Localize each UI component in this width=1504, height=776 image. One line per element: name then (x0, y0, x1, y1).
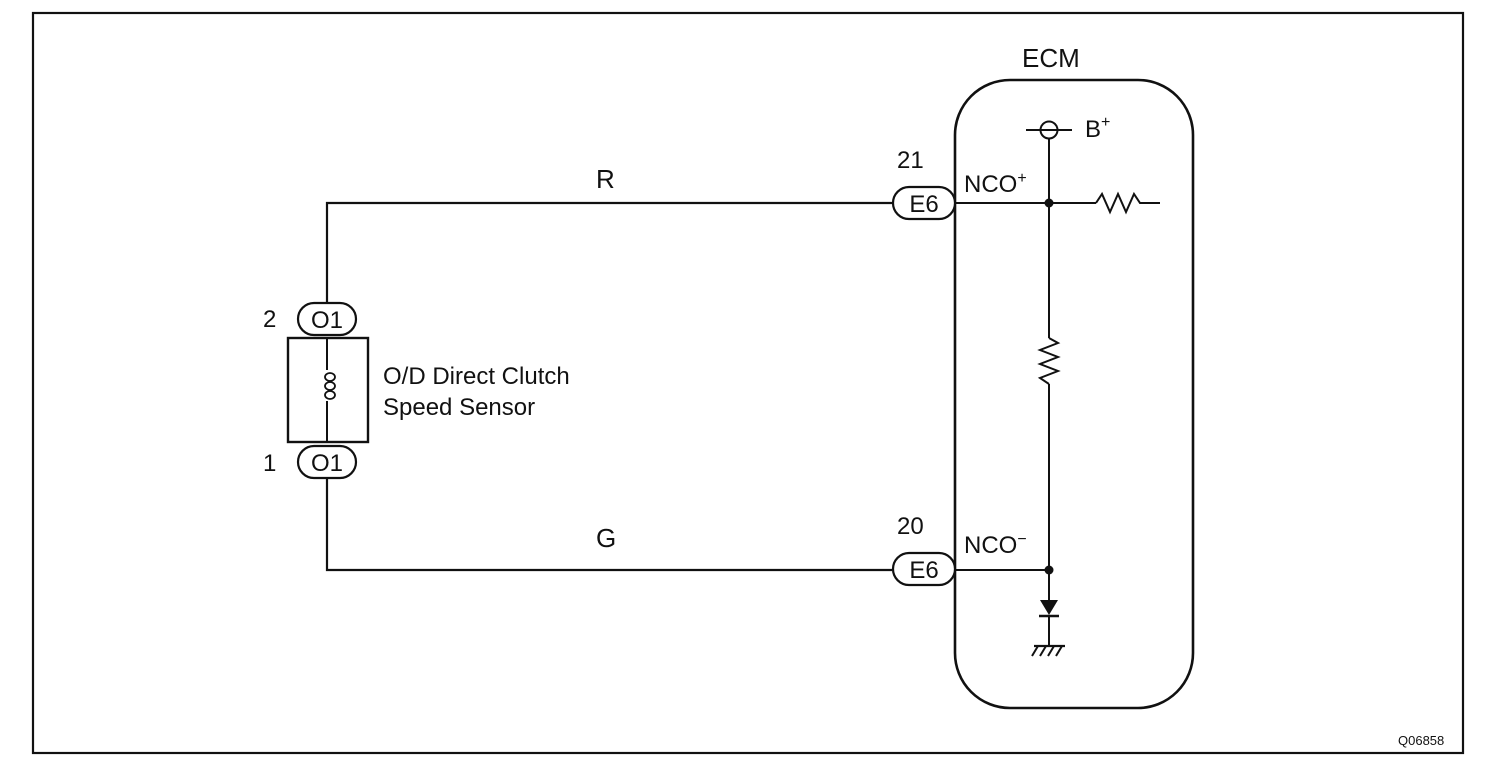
sensor-name-line2: Speed Sensor (383, 394, 535, 421)
connector-e6-pin21: E6 (891, 185, 957, 221)
wire-r (325, 201, 892, 286)
diode-icon (1039, 600, 1059, 645)
vertical-resistor-icon (1037, 337, 1061, 385)
wire-g-label: G (596, 523, 616, 553)
connector-e6-bottom-code: E6 (909, 557, 938, 584)
figure-id: Q06858 (1398, 733, 1444, 748)
connector-o1-top-code: O1 (311, 307, 343, 334)
b-plus-label: B+ (1085, 114, 1110, 143)
wire-r-label: R (596, 164, 615, 194)
connector-o1-pin1: O1 (296, 444, 358, 480)
pin-2-label: 2 (263, 306, 276, 333)
pin-21-label: 21 (897, 147, 924, 174)
wire-g (325, 486, 892, 572)
ground-icon (1031, 644, 1065, 657)
connector-o1-pin2: O1 (296, 301, 358, 337)
junction-dot-top (1044, 198, 1054, 208)
b-plus-supply-icon (1026, 120, 1072, 140)
nco-plus-label: NCO+ (964, 170, 1027, 198)
pin-1-label: 1 (263, 450, 276, 477)
sensor-name-line1: O/D Direct Clutch (383, 363, 570, 390)
horizontal-resistor-icon (1095, 191, 1160, 215)
coil-icon (324, 338, 336, 442)
connector-o1-bottom-code: O1 (311, 450, 343, 477)
nco-minus-label: NCO− (964, 531, 1027, 559)
connector-e6-top-code: E6 (909, 191, 938, 218)
connector-e6-pin20: E6 (891, 551, 957, 587)
junction-dot-bottom (1044, 565, 1054, 575)
ecm-title: ECM (1022, 43, 1080, 73)
ecm-box (953, 78, 1195, 710)
diagram-frame (31, 11, 1465, 755)
pin-20-label: 20 (897, 513, 924, 540)
